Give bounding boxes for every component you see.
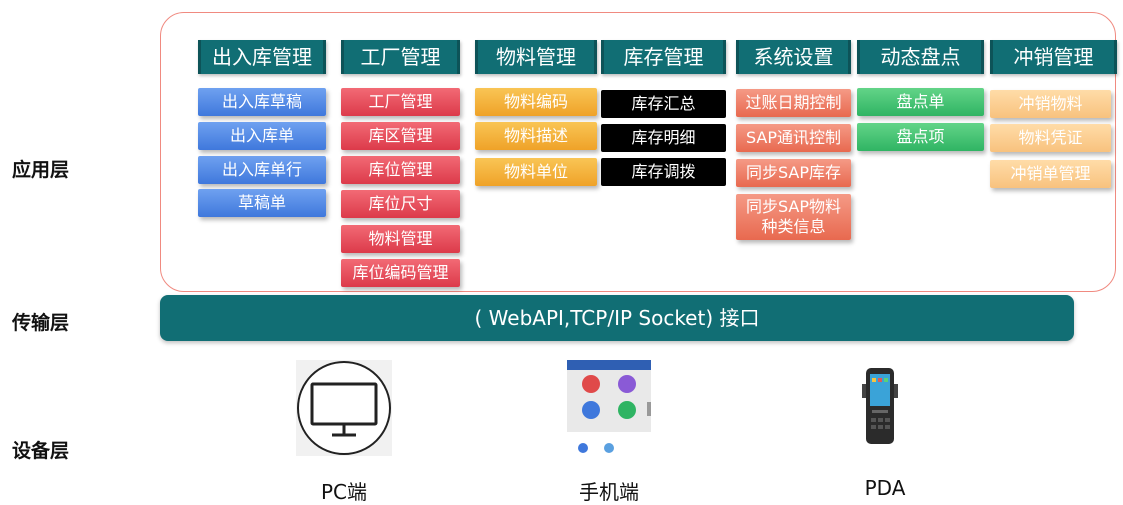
module-title: 系统设置: [736, 40, 851, 74]
module-item[interactable]: 库位尺寸: [341, 190, 460, 218]
module-item[interactable]: 库区管理: [341, 122, 460, 150]
module-system: 系统设置 过账日期控制 SAP通讯控制 同步SAP库存 同步SAP物料 种类信息: [736, 40, 851, 240]
pda-device-icon: [862, 368, 898, 444]
module-material: 物料管理 物料编码 物料描述 物料单位: [475, 40, 597, 186]
module-item-sync-material[interactable]: 同步SAP物料 种类信息: [736, 194, 851, 240]
module-stocktake: 动态盘点 盘点单 盘点项: [857, 40, 984, 151]
transport-layer-label: 传输层: [12, 312, 70, 334]
module-item[interactable]: 库位管理: [341, 156, 460, 184]
module-item[interactable]: 库存汇总: [601, 90, 726, 118]
module-title: 出入库管理: [198, 40, 326, 74]
module-item[interactable]: 库位编码管理: [341, 259, 460, 287]
module-item[interactable]: 物料描述: [475, 122, 597, 150]
monitor-icon: [296, 360, 392, 456]
module-title: 库存管理: [601, 40, 726, 74]
module-title: 物料管理: [475, 40, 597, 74]
mobile-app-icon: [566, 359, 652, 465]
module-item[interactable]: 库存调拨: [601, 158, 726, 186]
module-item[interactable]: 冲销单管理: [990, 160, 1111, 188]
module-item[interactable]: 出入库单: [198, 122, 326, 150]
device-layer-label: 设备层: [12, 440, 70, 462]
interface-bar: ( WebAPI,TCP/IP Socket) 接口: [160, 295, 1074, 341]
module-inventory: 库存管理 库存汇总 库存明细 库存调拨: [601, 40, 726, 186]
module-item-line: 同步SAP物料: [745, 197, 842, 216]
module-item[interactable]: 盘点单: [857, 88, 984, 116]
module-inout: 出入库管理 出入库草稿 出入库单 出入库单行 草稿单: [198, 40, 326, 217]
module-item[interactable]: 物料管理: [341, 225, 460, 253]
module-item[interactable]: 工厂管理: [341, 88, 460, 116]
module-item[interactable]: 物料单位: [475, 158, 597, 186]
device-mobile-label: 手机端: [579, 480, 639, 504]
module-title: 动态盘点: [857, 40, 984, 74]
module-item[interactable]: 同步SAP库存: [736, 159, 851, 187]
application-layer-label: 应用层: [12, 159, 70, 181]
module-title: 工厂管理: [341, 40, 460, 74]
module-item[interactable]: 盘点项: [857, 123, 984, 151]
module-title: 冲销管理: [990, 40, 1117, 74]
module-item[interactable]: 冲销物料: [990, 90, 1111, 118]
module-item[interactable]: 过账日期控制: [736, 89, 851, 117]
module-item[interactable]: 出入库草稿: [198, 88, 326, 116]
module-factory: 工厂管理 工厂管理 库区管理 库位管理 库位尺寸 物料管理 库位编码管理: [341, 40, 460, 287]
module-item[interactable]: 草稿单: [198, 189, 326, 217]
module-item[interactable]: 出入库单行: [198, 156, 326, 184]
module-item[interactable]: 物料编码: [475, 88, 597, 116]
device-pda-label: PDA: [864, 476, 906, 500]
module-item[interactable]: 库存明细: [601, 124, 726, 152]
module-item[interactable]: 物料凭证: [990, 124, 1111, 152]
device-pc-label: PC端: [320, 480, 368, 504]
module-item[interactable]: SAP通讯控制: [736, 124, 851, 152]
module-item-line: 种类信息: [761, 217, 826, 236]
module-reversal: 冲销管理 冲销物料 物料凭证 冲销单管理: [990, 40, 1117, 188]
